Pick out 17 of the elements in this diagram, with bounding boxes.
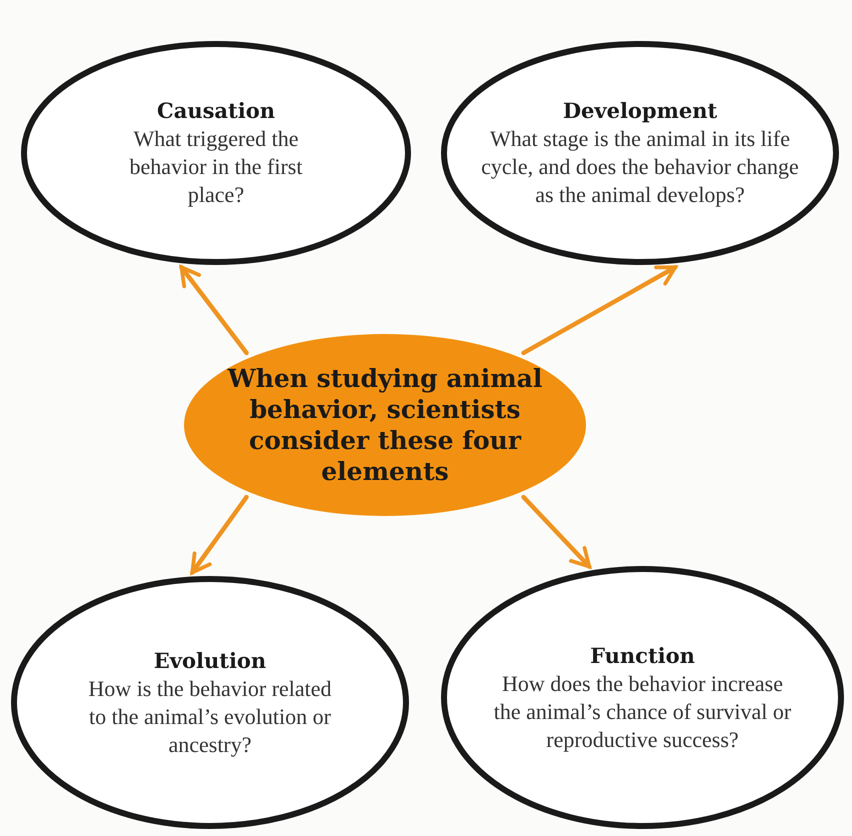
question-ellipse <box>10 575 410 830</box>
arrow <box>179 265 249 356</box>
heading: Function <box>590 642 695 670</box>
arrow <box>521 265 678 356</box>
question-text: What stage is the animal in its life cycle, and does the behavior change as the animal develops? <box>480 125 800 209</box>
heading: Evolution <box>154 646 266 674</box>
heading: Development <box>562 97 718 125</box>
question-ellipse <box>440 40 840 266</box>
question-ellipse <box>20 40 412 266</box>
question-text: What triggered the behavior in the first place? <box>128 125 304 209</box>
question-text: How does the behavior increase the animal’s chance of survival or reproductive success? <box>492 670 792 754</box>
topic-text: When studying animal behavior, scientists consider these four elements <box>226 363 544 487</box>
arrow <box>521 494 592 569</box>
heading: Causation <box>157 97 275 125</box>
question-ellipse <box>440 565 845 830</box>
arrow <box>190 494 249 575</box>
question-text: How is the behavior related to the animal’s evolution or ancestry? <box>87 674 333 758</box>
